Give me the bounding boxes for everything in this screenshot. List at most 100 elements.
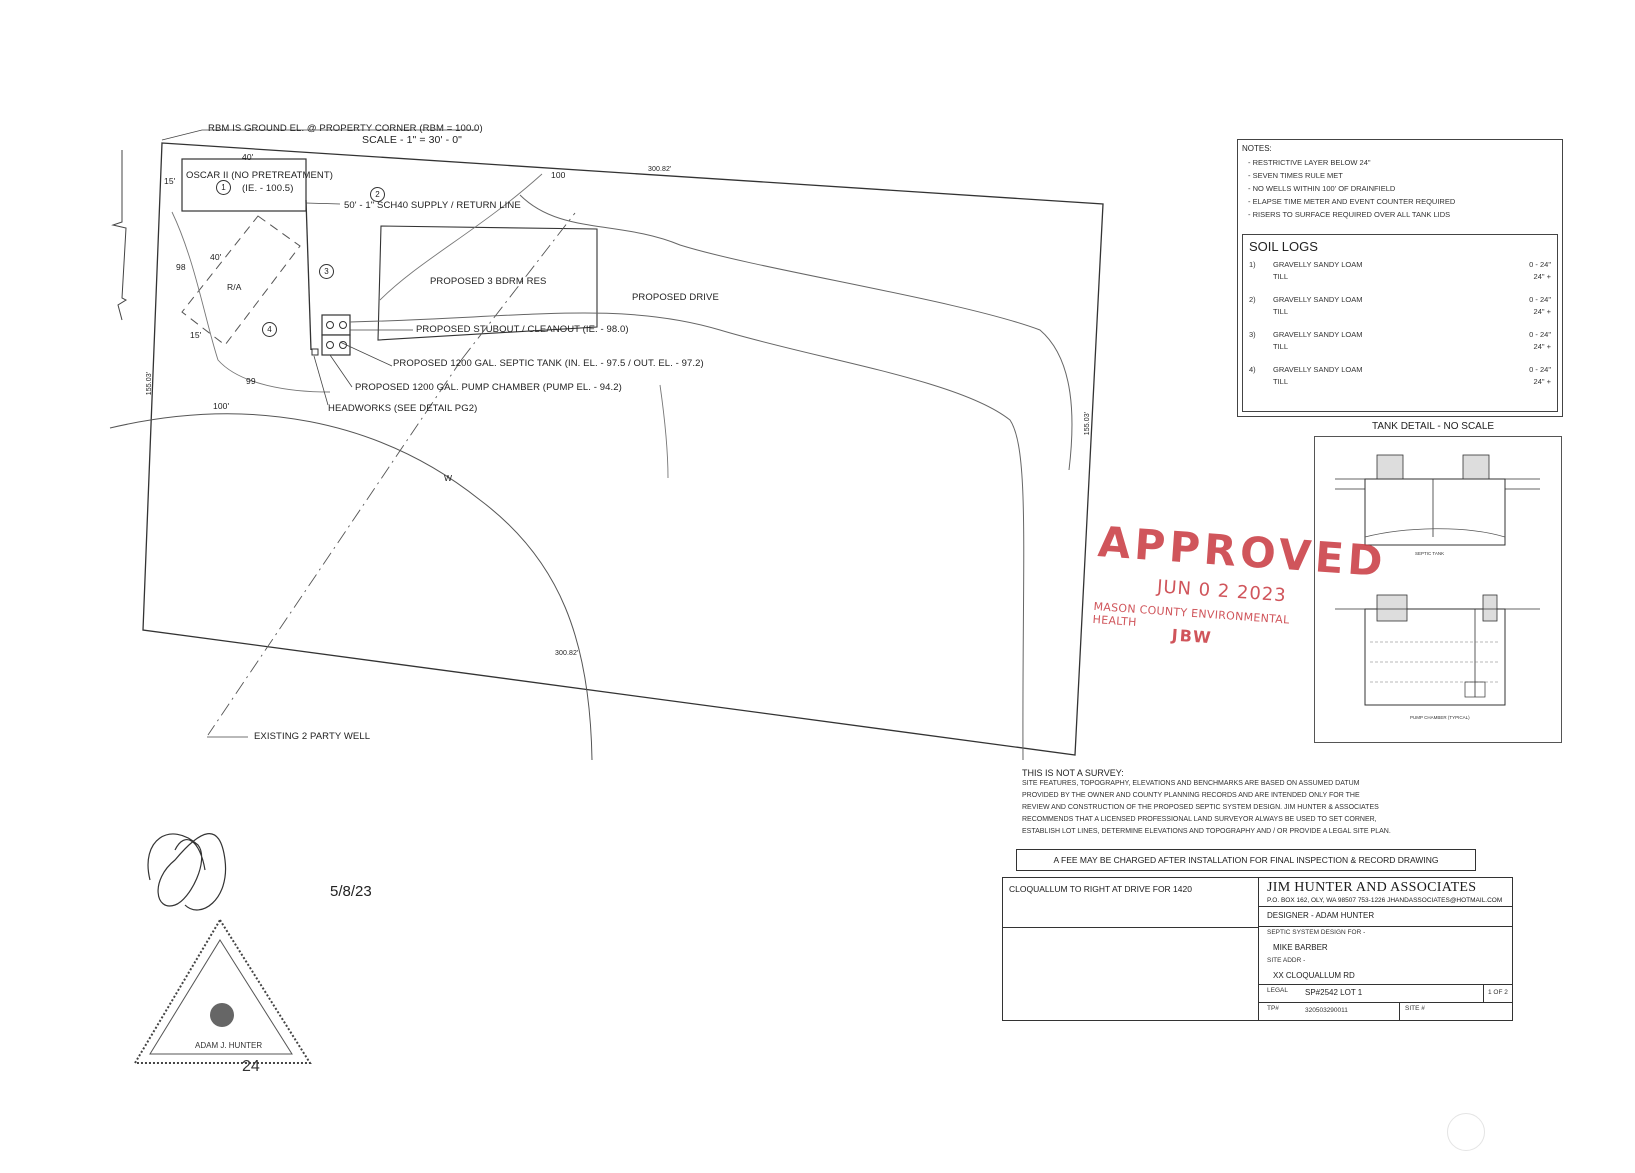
note-item: - SEVEN TIMES RULE MET (1248, 170, 1343, 180)
driveway-edge (349, 312, 1025, 761)
soil-logs-title: SOIL LOGS (1249, 239, 1318, 254)
dim-40-mid: 40' (210, 252, 222, 262)
pump-chamber-symbol (321, 334, 351, 356)
marker-2: 2 (370, 187, 385, 202)
note-item: - RESTRICTIVE LAYER BELOW 24" (1248, 157, 1371, 167)
soil-sublayer-depth: 24" + (1533, 377, 1551, 386)
soil-type: GRAVELLY SANDY LOAM (1273, 365, 1363, 374)
firm-address: P.O. BOX 162, OLY, WA 98507 753-1226 JHA… (1267, 897, 1503, 904)
contour-label-98: 98 (176, 262, 186, 272)
soil-log-number: 4) (1249, 365, 1256, 374)
oscar-label: OSCAR II (NO PRETREATMENT) (186, 170, 334, 181)
seal-number: 24 (242, 1058, 260, 1075)
soil-log-number: 1) (1249, 260, 1256, 269)
marker-1: 1 (216, 180, 231, 195)
driveway-edge (519, 194, 1073, 471)
soil-sublayer: TILL (1273, 272, 1289, 281)
residence-label: PROPOSED 3 BDRM RES (430, 276, 547, 287)
supply-line-label: 50' - 1" SCH40 SUPPLY / RETURN LINE (344, 200, 521, 211)
soil-logs-panel: SOIL LOGS 1) GRAVELLY SANDY LOAM 0 - 24" T… (1242, 234, 1558, 412)
signature-scribble (147, 833, 227, 911)
stamp-date: JUN 0 2 2023 (1156, 576, 1288, 607)
contour-line (659, 384, 669, 479)
soil-log-number: 3) (1249, 330, 1256, 339)
scale-label: SCALE - 1" = 30' - 0" (362, 134, 462, 146)
note-item: - ELAPSE TIME METER AND EVENT COUNTER RE… (1248, 196, 1456, 206)
seal-name: ADAM J. HUNTER (195, 1041, 262, 1050)
north-arrow (111, 150, 128, 321)
rbm-note: RBM IS GROUND EL. @ PROPERTY CORNER (RBM… (208, 123, 483, 134)
disclaimer: THIS IS NOT A SURVEY: SITE FEATURES, TOP… (1022, 768, 1462, 838)
property-boundary (142, 142, 1104, 756)
soil-log-number: 2) (1249, 295, 1256, 304)
contour-label-99: 99 (246, 376, 256, 386)
soil-type: GRAVELLY SANDY LOAM (1273, 330, 1363, 339)
stamp-initials: JBW (1171, 625, 1214, 648)
soil-log: 4) GRAVELLY SANDY LOAM 0 - 24" TILL 24" + (1249, 364, 1551, 388)
dim-15-lower: 15' (190, 330, 202, 340)
oscar-unit-outline (181, 158, 307, 212)
soil-sublayer: TILL (1273, 342, 1289, 351)
site-addr-label: SITE ADDR - (1267, 957, 1306, 964)
well-radius-arc (109, 413, 593, 761)
site-address: XX CLOQUALLUM RD (1273, 971, 1355, 980)
supply-line (305, 199, 312, 351)
notes-panel: NOTES: - RESTRICTIVE LAYER BELOW 24" - S… (1237, 139, 1563, 417)
soil-sublayer: TILL (1273, 307, 1289, 316)
dim-100-left: 100' (213, 401, 230, 411)
contour-line (171, 211, 331, 393)
marker-4: 4 (262, 322, 277, 337)
soil-sublayer: TILL (1273, 377, 1289, 386)
w-label: W (444, 473, 453, 483)
soil-type: GRAVELLY SANDY LOAM (1273, 295, 1363, 304)
note-item: - NO WELLS WITHIN 100' OF DRAINFIELD (1248, 183, 1396, 193)
contour-label-100: 100 (551, 170, 566, 180)
soil-depth: 0 - 24" (1529, 365, 1551, 374)
headworks-label: HEADWORKS (SEE DETAIL PG2) (328, 403, 478, 414)
legal-value: SP#2542 LOT 1 (1305, 988, 1363, 997)
disclaimer-line: ESTABLISH LOT LINES, DETERMINE ELEVATION… (1022, 828, 1391, 835)
designer-text: DESIGNER - ADAM HUNTER (1267, 911, 1375, 920)
soil-depth: 0 - 24" (1529, 260, 1551, 269)
dim-right: 155.03' (1084, 411, 1092, 436)
rbm-leader (161, 129, 478, 141)
page-corner-mark (1447, 1113, 1485, 1151)
tp-number: 320503290011 (1305, 1007, 1348, 1014)
oscar-ie: (IE. - 100.5) (242, 183, 294, 194)
signature-date: 5/8/23 (330, 883, 372, 900)
tank-detail-drawing: SEPTIC TANK PUMP CHAMBER (TYPICAL) (1335, 454, 1540, 720)
dim-15-left: 15' (164, 176, 176, 186)
fee-notice: A FEE MAY BE CHARGED AFTER INSTALLATION … (1016, 849, 1476, 871)
dim-bottom: 300.82' (555, 650, 579, 657)
pump-chamber-label: PROPOSED 1200 GAL. PUMP CHAMBER (PUMP EL… (355, 382, 622, 393)
ra-label: R/A (227, 282, 242, 292)
client-name: MIKE BARBER (1273, 943, 1328, 952)
drainfield-outline (181, 215, 301, 346)
note-item: - RISERS TO SURFACE REQUIRED OVER ALL TA… (1248, 209, 1451, 219)
tp-label: TP# (1267, 1005, 1279, 1012)
soil-sublayer-depth: 24" + (1533, 272, 1551, 281)
marker-3: 3 (319, 264, 334, 279)
disclaimer-line: PROVIDED BY THE OWNER AND COUNTY PLANNIN… (1022, 792, 1360, 799)
septic-caption: SEPTIC TANK (1415, 551, 1444, 556)
disclaimer-line: RECOMMENDS THAT A LICENSED PROFESSIONAL … (1022, 816, 1377, 823)
disclaimer-line: REVIEW AND CONSTRUCTION OF THE PROPOSED … (1022, 804, 1379, 811)
disclaimer-heading: THIS IS NOT A SURVEY: (1022, 768, 1124, 778)
page-number: 1 OF 2 (1488, 989, 1508, 996)
pump-caption: PUMP CHAMBER (TYPICAL) (1410, 715, 1470, 720)
well-label: EXISTING 2 PARTY WELL (254, 731, 371, 742)
firm-name: JIM HUNTER AND ASSOCIATES (1267, 880, 1477, 895)
residence-footprint (377, 225, 598, 341)
tank-detail-title: TANK DETAIL - NO SCALE (1372, 421, 1495, 432)
disclaimer-line: SITE FEATURES, TOPOGRAPHY, ELEVATIONS AN… (1022, 780, 1360, 787)
dim-top: 300.82' (648, 166, 672, 173)
dim-left: 155.03' (146, 371, 154, 396)
dim-40-top: 40' (242, 152, 254, 162)
soil-depth: 0 - 24" (1529, 295, 1551, 304)
stubout-label: PROPOSED STUBOUT / CLEANOUT (IE. - 98.0) (416, 324, 629, 335)
contour-line (379, 173, 543, 301)
